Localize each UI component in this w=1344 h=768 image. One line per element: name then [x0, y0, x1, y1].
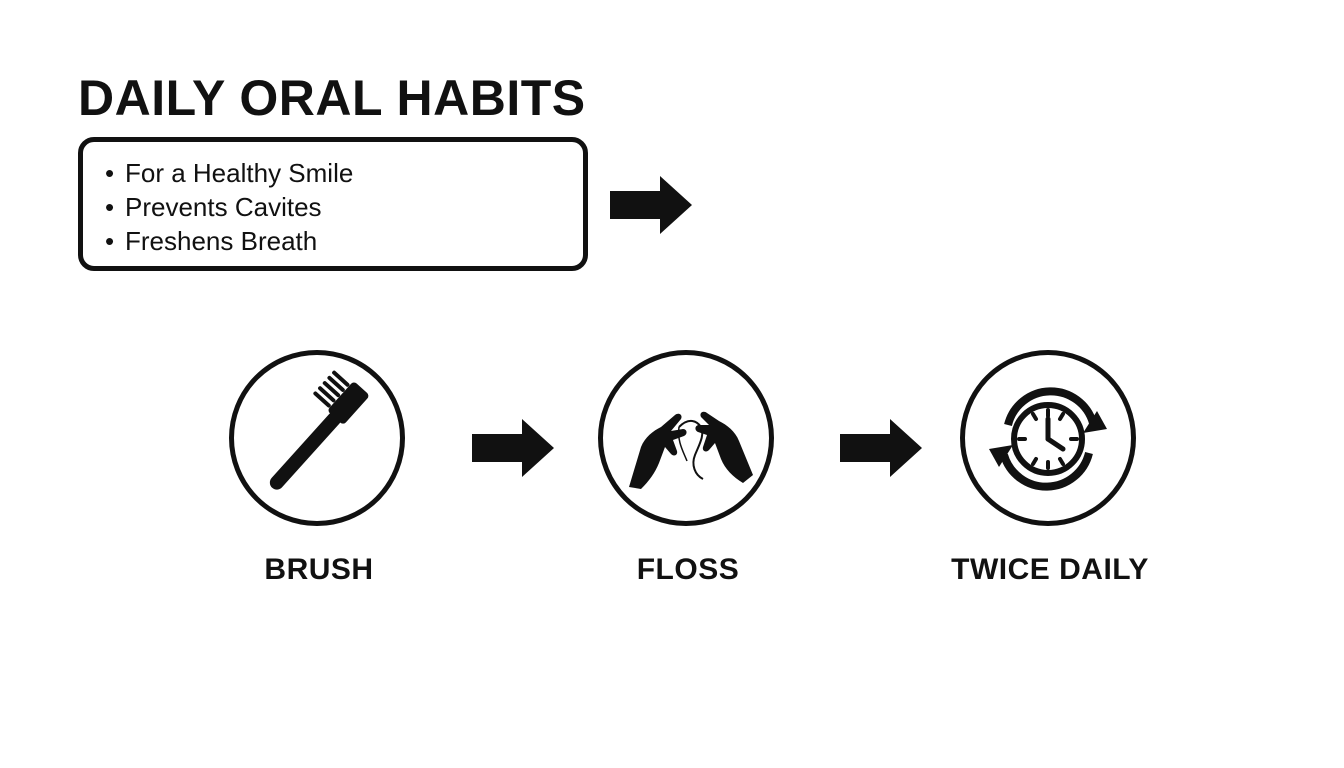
benefit-text: Freshens Breath: [125, 226, 318, 256]
benefit-text: Prevents Cavites: [125, 192, 322, 222]
bullet-icon: •: [105, 158, 115, 188]
benefit-text: For a Healthy Smile: [125, 158, 354, 188]
benefits-list: • For a Healthy Smile • Prevents Cavites •…: [105, 156, 583, 258]
step-floss-circle: [598, 350, 774, 526]
page-title: DAILY ORAL HABITS: [78, 70, 586, 126]
arrow-right-icon: [610, 176, 692, 234]
bullet-icon: •: [105, 192, 115, 222]
arrow-right-icon: [472, 419, 554, 477]
arrow-right-icon: [840, 419, 922, 477]
bullet-icon: •: [105, 226, 115, 256]
benefit-item: • For a Healthy Smile: [105, 156, 583, 190]
floss-hands-icon: [629, 411, 753, 489]
step-twice-daily-circle: [960, 350, 1136, 526]
benefit-item: • Prevents Cavites: [105, 190, 583, 224]
step-label-floss: FLOSS: [636, 553, 740, 586]
toothbrush-icon: [269, 370, 369, 490]
step-label-brush: BRUSH: [264, 553, 374, 586]
step-brush-circle: [229, 350, 405, 526]
step-label-twice-daily: TWICE DAILY: [951, 553, 1149, 586]
clock-cycle-icon: [989, 387, 1107, 491]
benefits-box: • For a Healthy Smile • Prevents Cavites •…: [78, 137, 588, 271]
benefit-item: • Freshens Breath: [105, 224, 583, 258]
